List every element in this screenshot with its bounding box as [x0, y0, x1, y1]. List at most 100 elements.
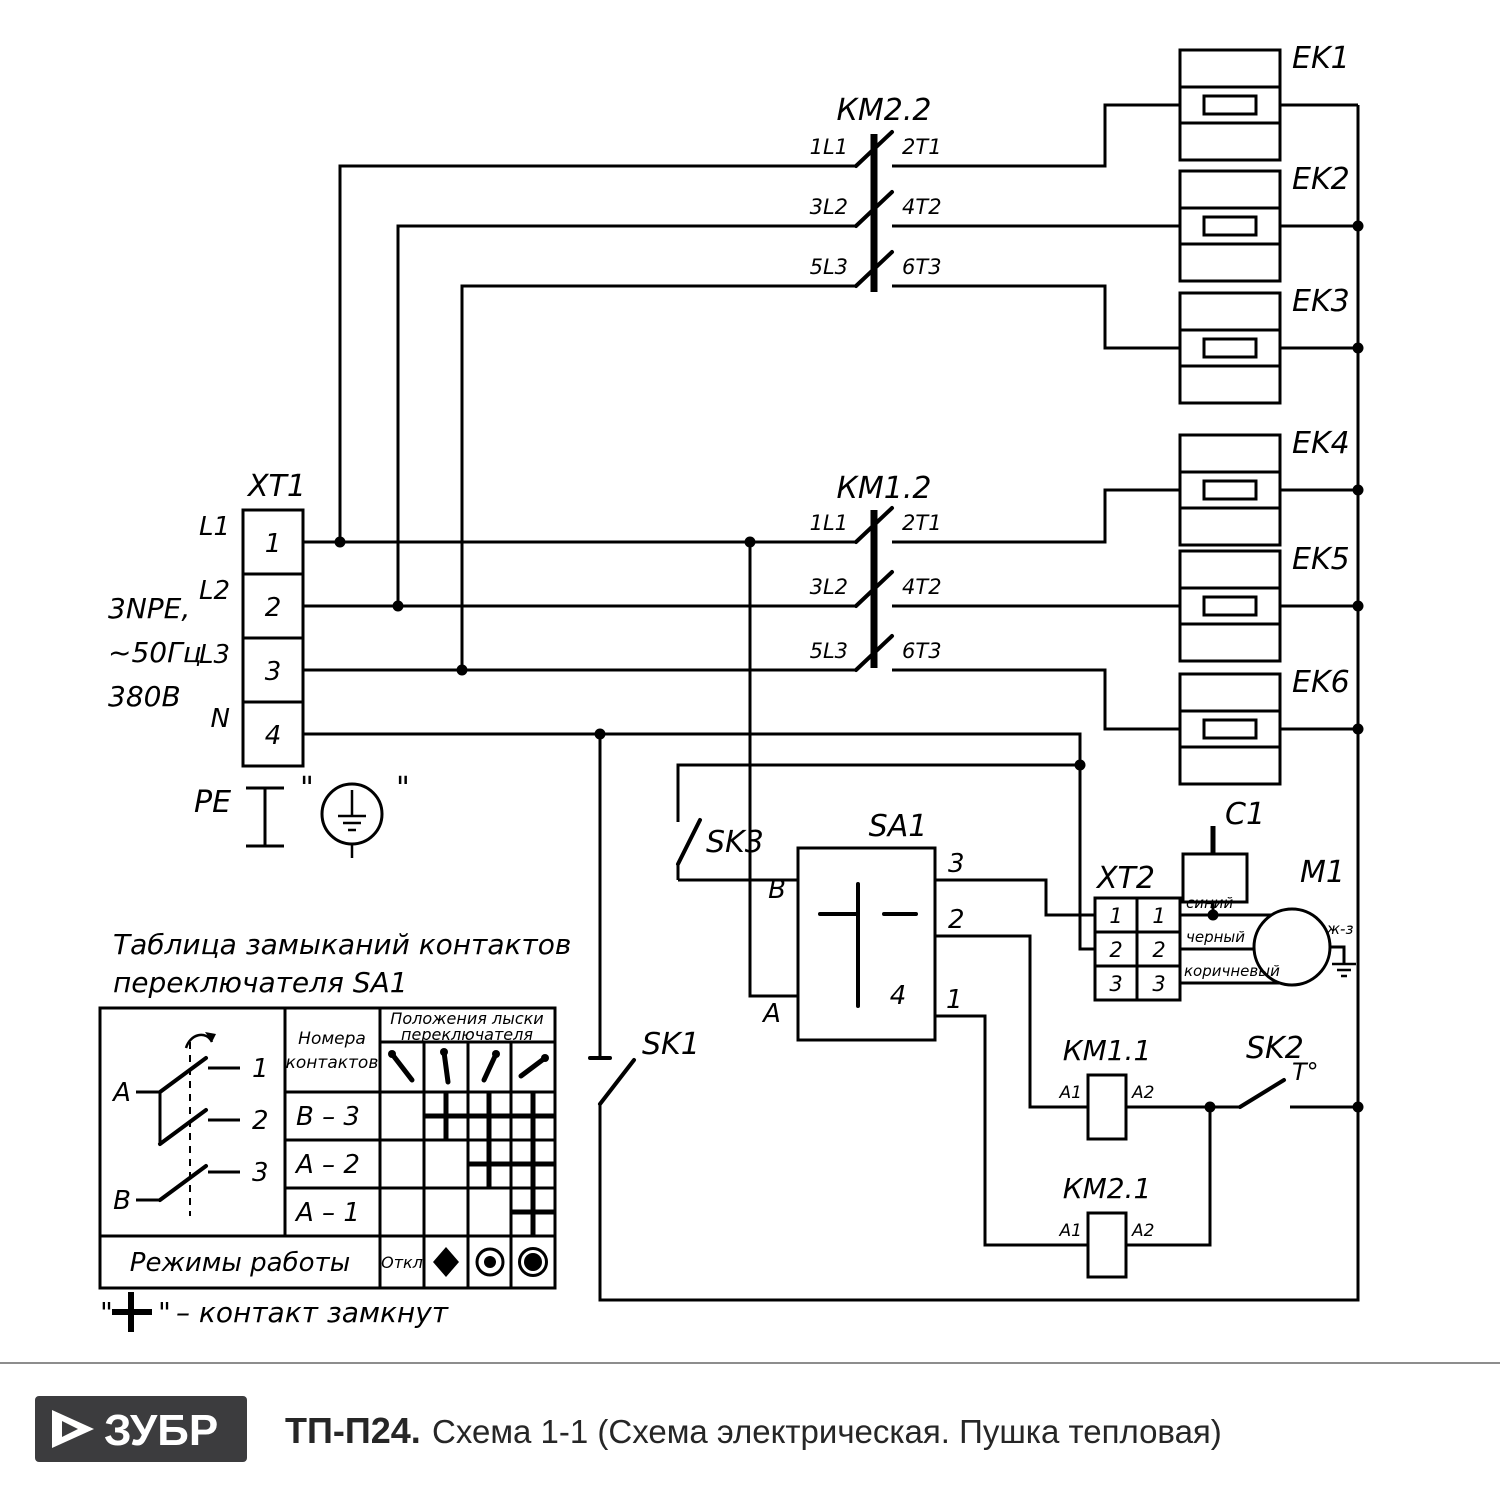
- footer-model: ТП-П24.: [285, 1410, 421, 1451]
- km12-pole3-out: 6T3: [902, 639, 942, 663]
- km21-label: КМ2.1: [1063, 1172, 1152, 1205]
- km22-pole3-in: 5L3: [810, 255, 848, 279]
- diagram-terminal-b: В: [113, 1186, 131, 1216]
- diagram-terminal-a: А: [111, 1078, 131, 1108]
- sa1-terminal-3: 3: [948, 849, 965, 879]
- km12-pole2-out: 4T2: [902, 575, 942, 599]
- header-contacts-2: контактов: [286, 1053, 379, 1073]
- sk2-temp-label: T°: [1292, 1058, 1319, 1086]
- sk1-switch: SK1: [588, 1027, 700, 1106]
- sk3-switch: SK3: [676, 818, 764, 866]
- legend-plus-icon: [112, 1292, 152, 1332]
- xt1-terminal-2: 2: [265, 593, 282, 623]
- header-positions-1: Положения лыски: [390, 1009, 543, 1028]
- heater-ek4: EK4: [1178, 426, 1350, 547]
- phase-n: N: [211, 704, 230, 734]
- km12-contactor-contacts: КМ1.2 1L1 2T1 3L2 4T2 5L3 6T3: [810, 471, 942, 672]
- ek1-label: EK1: [1292, 41, 1350, 76]
- wire-color-brown: коричневый: [1184, 962, 1280, 980]
- xt2-terminal-block: XT2 1 2 3 1 2 3: [1093, 861, 1182, 1002]
- km22-pole2-out: 4T2: [902, 195, 942, 219]
- pe-quote-open: ": [300, 771, 314, 806]
- ek6-label: EK6: [1292, 665, 1350, 700]
- ek3-label: EK3: [1292, 284, 1350, 319]
- header-positions-2: переключателя: [401, 1025, 533, 1044]
- m1-motor: M1 ж-з синий черный коричневый: [1184, 855, 1356, 987]
- km22-contactor-contacts: КМ2.2 1L1 2T1 3L2 4T2 5L3 6T3: [810, 93, 942, 292]
- brand-name: ЗУБР: [104, 1406, 218, 1455]
- heater-ek5: EK5: [1178, 542, 1350, 663]
- ek2-label: EK2: [1292, 162, 1350, 197]
- table-title-2: переключателя SA1: [113, 966, 408, 999]
- xt1-terminal-1: 1: [265, 529, 282, 559]
- sa1-label: SA1: [869, 809, 928, 844]
- header-contacts-1: Номера: [298, 1029, 366, 1049]
- km12-pole1-out: 2T1: [902, 511, 942, 535]
- heating-element-icon: [1202, 595, 1258, 617]
- sa1-terminal-1: 1: [946, 985, 963, 1015]
- sa1-terminal-2: 2: [948, 905, 965, 935]
- diagram-contact-3: 3: [252, 1158, 269, 1188]
- xt2-r3: 3: [1152, 972, 1165, 996]
- sk2-label: SK2: [1246, 1031, 1304, 1066]
- km12-pole3-in: 5L3: [810, 639, 848, 663]
- heater-ek1: EK1: [1178, 41, 1350, 162]
- km21-a1: A1: [1059, 1221, 1082, 1241]
- table-row-b3: В – 3: [296, 1102, 360, 1132]
- ek5-label: EK5: [1292, 542, 1350, 577]
- km22-pole1-out: 2T1: [902, 135, 942, 159]
- sa1-terminal-a: А: [761, 999, 781, 1029]
- mode-heat1-icon: [475, 1247, 505, 1277]
- footer: ЗУБР ТП-П24. Схема 1-1 (Схема электричес…: [0, 1362, 1500, 1462]
- rotation-arrow-icon: [184, 1033, 214, 1049]
- heating-element-icon: [1202, 94, 1258, 116]
- sk1-label: SK1: [642, 1027, 700, 1062]
- pe-quote-close: ": [396, 771, 410, 806]
- xt2-r2: 2: [1152, 938, 1165, 962]
- sa1-terminal-4: 4: [890, 981, 907, 1011]
- xt1-label: XT1: [246, 469, 306, 504]
- phase-l3: L3: [199, 640, 230, 670]
- km12-label: КМ1.2: [837, 471, 932, 506]
- xt1-terminal-block: XT1 1 2 3 4 L1 L2 L3 N 3NPE, ~50Гц 380В: [108, 469, 306, 768]
- km11-a2: A2: [1131, 1083, 1154, 1103]
- junction-dots: [334, 220, 1364, 1113]
- phase-l1: L1: [199, 512, 230, 542]
- closed-contact-marks: [424, 1092, 555, 1236]
- table-legend: " " – контакт замкнут: [100, 1292, 449, 1332]
- c1-label: C1: [1225, 797, 1265, 832]
- xt2-l3: 3: [1109, 972, 1122, 996]
- sk2-thermal-switch: SK2 T°: [1238, 1031, 1319, 1109]
- wire-color-black: черный: [1186, 928, 1245, 946]
- legend-quote-close: ": [158, 1296, 171, 1329]
- position-1-icon: [389, 1051, 415, 1083]
- legend-text: – контакт замкнут: [176, 1296, 449, 1329]
- sa1-terminal-b: В: [768, 875, 786, 905]
- legend-quote-open: ": [100, 1296, 113, 1329]
- motor-circle-icon: [1252, 907, 1332, 987]
- xt2-label: XT2: [1095, 861, 1155, 896]
- km11-label: КМ1.1: [1063, 1034, 1152, 1067]
- table-title-1: Таблица замыканий контактов: [113, 928, 571, 961]
- km22-pole2-in: 3L2: [810, 195, 848, 219]
- sa1-cam-icon: [818, 882, 918, 1008]
- m1-label: M1: [1300, 855, 1345, 890]
- supply-line-2: ~50Гц: [108, 636, 202, 669]
- diagram-contact-2: 2: [252, 1106, 269, 1136]
- position-3-icon: [481, 1051, 499, 1083]
- position-icons: [388, 1048, 549, 1085]
- heater-ek6: EK6: [1178, 665, 1350, 786]
- heater-ek2: EK2: [1178, 162, 1350, 283]
- pe-ground-symbol: PE " ": [194, 771, 410, 858]
- c1-capacitor: C1: [1181, 797, 1265, 904]
- km11-coil: КМ1.1 A1 A2: [1059, 1034, 1154, 1141]
- heating-element-icon: [1202, 337, 1258, 359]
- mode-off-label: Откл: [381, 1253, 423, 1272]
- supply-line-1: 3NPE,: [108, 592, 190, 625]
- heating-element-icon: [1202, 479, 1258, 501]
- xt2-l2: 2: [1109, 938, 1122, 962]
- km22-pole1-in: 1L1: [810, 135, 848, 159]
- km11-a1: A1: [1059, 1083, 1082, 1103]
- phase-l2: L2: [199, 576, 230, 606]
